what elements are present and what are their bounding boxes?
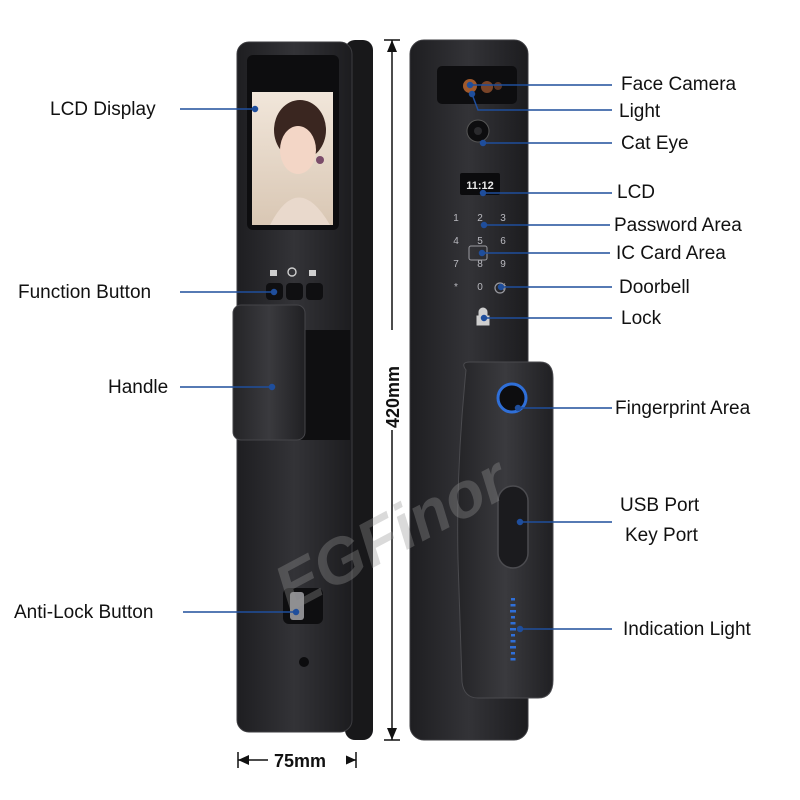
indication-light-bar xyxy=(510,598,516,661)
width-dimension-label: 75mm xyxy=(274,751,326,771)
keypad-key-8[interactable]: 8 xyxy=(477,259,483,270)
height-dimension: 420mm xyxy=(383,39,403,741)
keypad-key-*[interactable]: * xyxy=(454,282,458,293)
label-face-camera: Face Camera xyxy=(621,74,737,95)
lock-symbol-icon xyxy=(270,270,277,276)
doorbell-icon[interactable] xyxy=(494,282,506,294)
keypad-key-9[interactable]: 9 xyxy=(500,259,506,270)
keypad-key-6[interactable]: 6 xyxy=(500,236,506,247)
handle-recess xyxy=(298,330,350,440)
keypad-key-2[interactable]: 2 xyxy=(477,213,483,224)
label-handle: Handle xyxy=(108,377,169,398)
label-lock: Lock xyxy=(621,308,662,329)
front-panel xyxy=(232,40,373,740)
handle[interactable] xyxy=(232,304,306,441)
indication-light-segment xyxy=(510,658,516,661)
function-button-middle[interactable] xyxy=(286,283,303,300)
light-lens xyxy=(481,81,493,93)
function-buttons xyxy=(266,267,323,300)
label-light: Light xyxy=(619,101,661,122)
indication-light-segment xyxy=(510,622,516,625)
keyhole-icon xyxy=(299,657,309,667)
keypad-key-0[interactable]: 0 xyxy=(477,282,483,293)
unlock-symbol-icon xyxy=(309,270,316,276)
keypad-key-3[interactable]: 3 xyxy=(500,213,506,224)
label-doorbell: Doorbell xyxy=(619,277,690,298)
label-password-area: Password Area xyxy=(614,215,742,236)
indication-light-segment xyxy=(511,598,515,601)
label-function-button: Function Button xyxy=(18,282,152,303)
label-fingerprint-area: Fingerprint Area xyxy=(615,398,751,419)
label-indication-light: Indication Light xyxy=(623,619,751,640)
usb-key-port-cover[interactable] xyxy=(497,485,529,569)
width-dimension: 75mm xyxy=(237,748,357,772)
indication-light-segment xyxy=(510,628,516,631)
indication-light-segment xyxy=(510,646,516,649)
keypad-key-1[interactable]: 1 xyxy=(453,213,459,224)
power-symbol-icon xyxy=(287,267,297,277)
indication-light-segment xyxy=(510,604,516,607)
small-lcd-time: 11:12 xyxy=(466,180,494,192)
indication-light-segment xyxy=(510,640,516,643)
indication-light-segment xyxy=(511,652,515,655)
keypad-key-4[interactable]: 4 xyxy=(453,236,459,247)
indication-light-segment xyxy=(510,610,516,613)
small-lcd xyxy=(460,173,500,195)
leader-light xyxy=(471,93,612,111)
label-key-port: Key Port xyxy=(625,525,698,546)
label-cat-eye: Cat Eye xyxy=(621,133,689,154)
label-lcd: LCD xyxy=(617,182,656,203)
keypad-key-5[interactable]: 5 xyxy=(477,236,483,247)
portrait-image xyxy=(270,100,330,225)
height-dimension-label: 420mm xyxy=(383,366,403,428)
indication-light-segment xyxy=(511,616,515,619)
keypad-key-7[interactable]: 7 xyxy=(453,259,459,270)
leader-lines xyxy=(180,81,612,633)
label-usb-port: USB Port xyxy=(620,495,700,516)
label-lcd-display: LCD Display xyxy=(50,99,156,120)
function-button-right[interactable] xyxy=(306,283,323,300)
label-anti-lock-button: Anti-Lock Button xyxy=(14,602,154,623)
light-small xyxy=(494,82,502,90)
indication-light-segment xyxy=(511,634,515,637)
label-ic-card-area: IC Card Area xyxy=(616,243,726,264)
